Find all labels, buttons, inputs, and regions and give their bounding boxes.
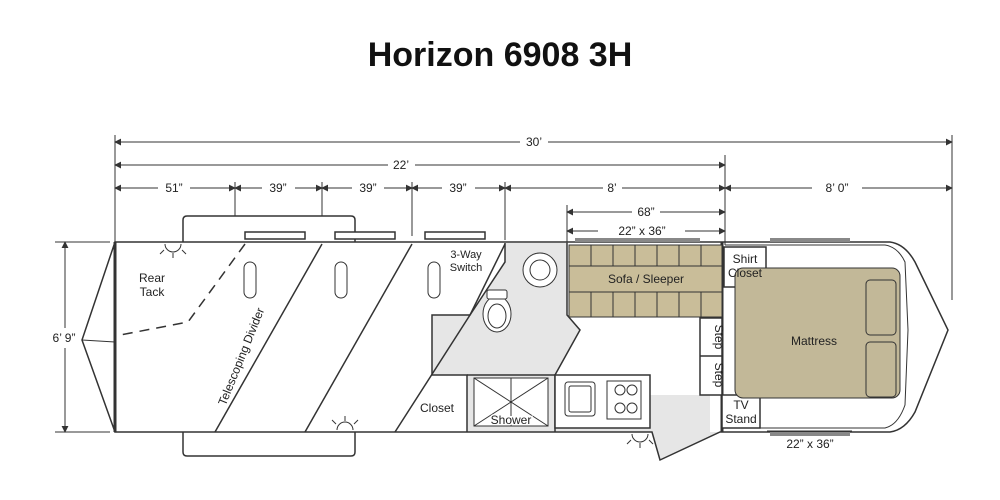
label-rear-tack: Rear: [139, 271, 165, 285]
page-title: Horizon 6908 3H: [367, 36, 633, 74]
dim-height: 6’ 9”: [53, 331, 76, 345]
dim-stall-3: 39”: [449, 181, 466, 195]
label-shower: Shower: [491, 413, 532, 427]
dim-living: 8’ 0”: [826, 181, 849, 195]
stall-window-2: [334, 261, 348, 299]
label-step: Step: [712, 363, 726, 388]
label-tv-stand: TV: [733, 398, 748, 412]
dim-stall-2: 39”: [359, 181, 376, 195]
label-mattress: Mattress: [791, 334, 837, 348]
fixtures: [243, 252, 642, 427]
mattress: [734, 267, 901, 399]
label-shirt-closet: Closet: [728, 266, 763, 280]
dim-overall: 30’: [526, 135, 542, 149]
label-rear-tack: Tack: [140, 285, 166, 299]
light-icon: [626, 433, 654, 448]
dimension-lines: [55, 135, 953, 433]
stall-window-1: [243, 261, 257, 299]
dim-horse-section: 22’: [393, 158, 409, 172]
label-telescoping-divider: Telescoping Divider: [215, 306, 267, 408]
label-shirt-closet: Shirt: [733, 252, 758, 266]
dim-window-top: 22” x 36”: [618, 224, 665, 238]
label-switch: 3-Way: [450, 249, 482, 261]
dim-stall-1: 39”: [269, 181, 286, 195]
label-step: Step: [712, 325, 726, 350]
dim-stall-rear: 51”: [165, 181, 182, 195]
label-switch: Switch: [450, 262, 482, 274]
label-closet: Closet: [420, 401, 455, 415]
label-sofa-sleeper: Sofa / Sleeper: [608, 272, 684, 286]
label-tv-stand: Stand: [725, 412, 756, 426]
dim-dressing: 8’: [607, 181, 616, 195]
stall-window-3: [427, 261, 441, 299]
light-icon: [331, 416, 359, 431]
dim-window-bottom: 22” x 36”: [786, 437, 833, 451]
light-icon: [159, 243, 187, 258]
sofa-sleeper: [568, 244, 723, 318]
dim-sofa: 68”: [637, 205, 654, 219]
